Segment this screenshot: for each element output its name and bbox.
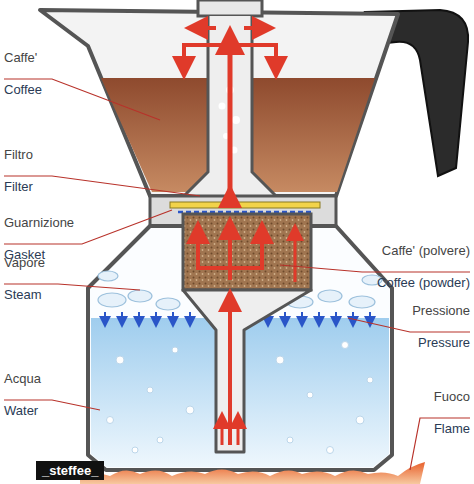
part-name: Coffee — [4, 82, 42, 97]
funnel — [183, 290, 311, 452]
part-name: Steam — [4, 287, 42, 302]
part-name: Guarnizione — [4, 215, 74, 230]
leader-lines — [4, 79, 470, 470]
part-name: Water — [4, 403, 38, 418]
chimney — [180, 16, 280, 200]
flow-arrow — [228, 300, 232, 445]
part-name: Coffee (powder) — [377, 275, 470, 290]
part-name: Pressione — [412, 303, 470, 318]
part-name: Caffe' (polvere) — [382, 243, 470, 258]
chimney-cap — [198, 0, 262, 16]
flow-arrow — [184, 45, 222, 68]
part-name: Fuoco — [434, 389, 470, 404]
coffee-basket — [183, 214, 311, 290]
flame — [80, 462, 425, 484]
part-name: Flame — [434, 421, 470, 436]
part-name: Acqua — [4, 371, 41, 386]
part-name: Filtro — [4, 147, 33, 162]
part-name: Pressure — [418, 335, 470, 350]
flow-arrow — [228, 40, 233, 190]
part-name: Filter — [4, 179, 33, 194]
gasket — [170, 202, 320, 208]
watermark: _steffee_ — [36, 461, 104, 480]
flow-arrow — [238, 45, 276, 68]
part-name: Caffe' — [4, 50, 37, 65]
part-name: Vapore — [4, 255, 45, 270]
